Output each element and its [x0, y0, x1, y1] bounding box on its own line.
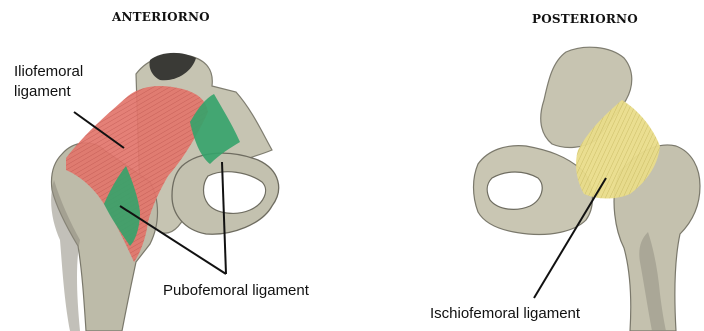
iliofemoral-label: Iliofemoral ligament: [14, 62, 83, 102]
anterior-view-heading: ANTERIORNO: [112, 10, 210, 24]
iliofemoral-label-line2: ligament: [14, 82, 83, 102]
iliofemoral-label-line1: Iliofemoral: [14, 62, 83, 82]
obturator-foramen: [204, 172, 266, 214]
pubofemoral-label: Pubofemoral ligament: [163, 281, 309, 301]
posterior-view-heading: POSTERIORNO: [532, 12, 638, 26]
ischiofemoral-label: Ischiofemoral ligament: [430, 304, 580, 324]
posterior-view: [474, 47, 701, 331]
posterior-obturator-foramen: [487, 172, 542, 209]
